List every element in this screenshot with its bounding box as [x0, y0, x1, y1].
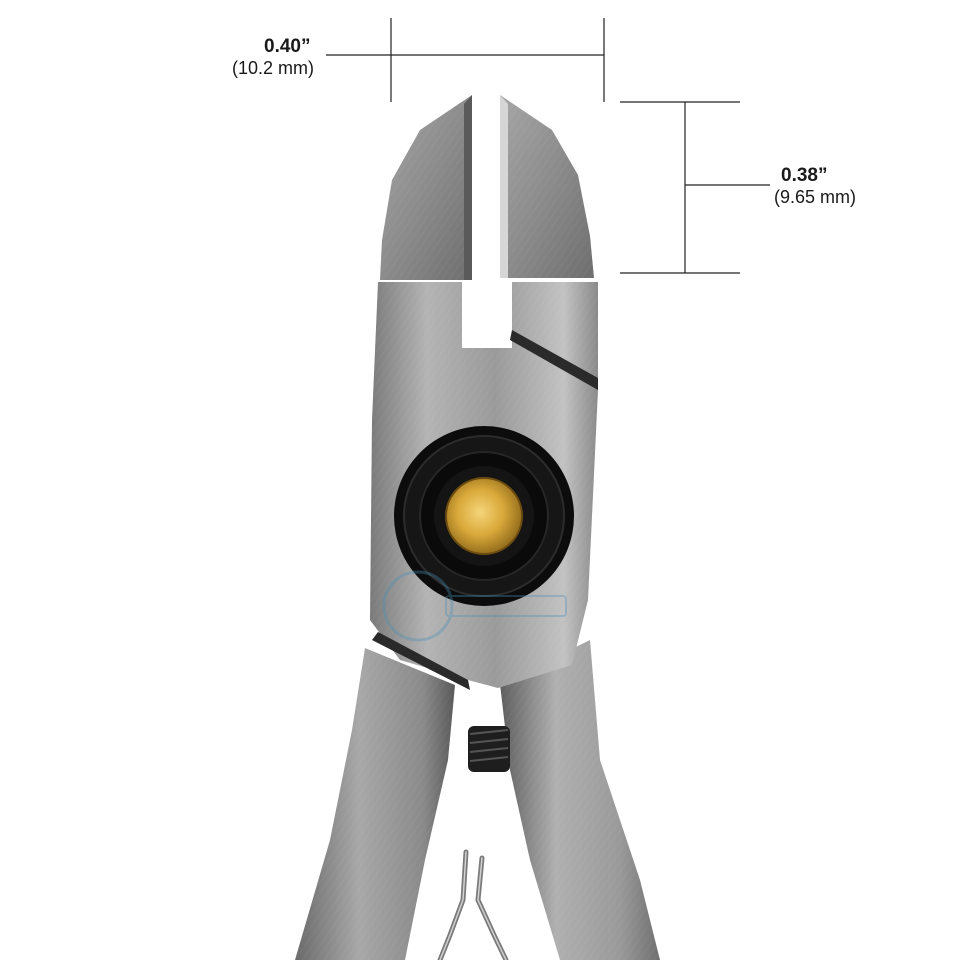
right-jaw	[500, 95, 594, 278]
return-spring	[437, 849, 509, 960]
pivot-bolt	[394, 426, 574, 606]
width-dimension-lines	[326, 18, 605, 102]
jaw-length-label: 0.38” (9.65 mm)	[774, 165, 856, 208]
jaw-length-imperial: 0.38”	[781, 165, 828, 186]
return-spring-highlight	[439, 851, 507, 960]
jaw-width-metric: (10.2 mm)	[232, 57, 315, 78]
jaw-width-label: 0.40” (10.2 mm)	[232, 36, 314, 79]
set-screw	[468, 726, 510, 772]
jaw-width-imperial: 0.40”	[264, 36, 311, 57]
brass-pivot-icon	[446, 478, 522, 554]
left-handle	[295, 648, 455, 960]
left-jaw	[380, 95, 472, 280]
jaw-throat	[464, 282, 508, 345]
right-handle	[500, 640, 660, 960]
brand-watermark-icon	[382, 570, 567, 642]
height-dimension-lines	[620, 101, 770, 274]
jaw-length-metric: (9.65 mm)	[774, 186, 857, 207]
